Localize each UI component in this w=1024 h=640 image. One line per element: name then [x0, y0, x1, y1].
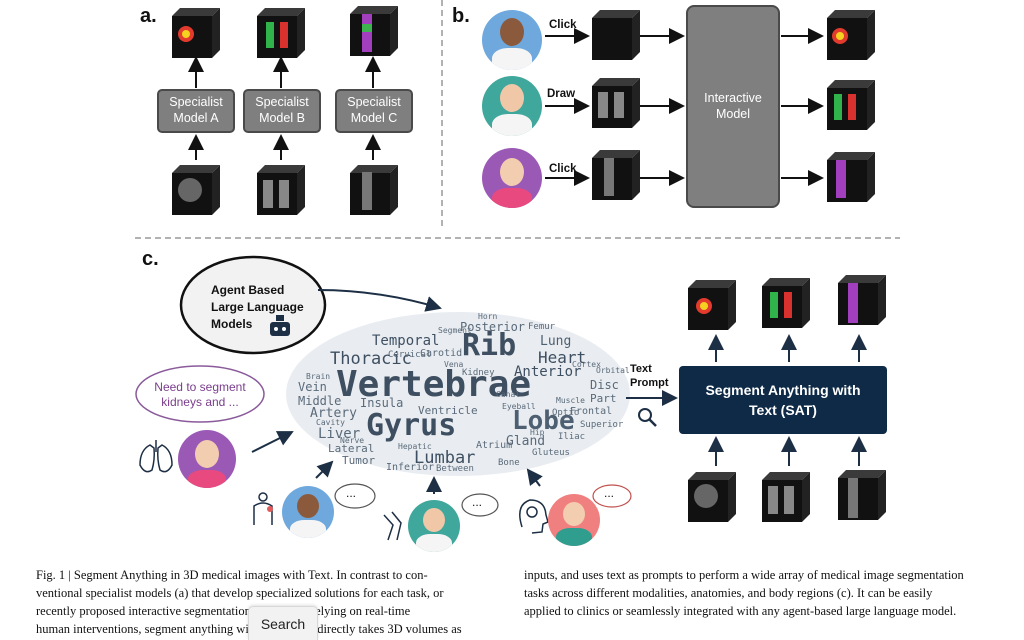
- word-liver: Liver: [318, 426, 361, 442]
- word-kidney: Kidney: [462, 368, 495, 378]
- word-insula: Insula: [360, 396, 404, 410]
- caption-right-line-3: applied to clinics or seamlessly integra…: [524, 604, 957, 618]
- word-middle: Middle: [298, 394, 342, 408]
- specialist-model-a: Specialist Model A: [157, 89, 235, 133]
- word-inferior: Inferior: [386, 462, 435, 473]
- caption-right-line-2: tasks across different modalities, anato…: [524, 586, 933, 600]
- word-orbital: Orbital: [596, 366, 630, 375]
- word-hepatic: Hepatic: [398, 442, 432, 451]
- word-posterior: Posterior: [460, 320, 526, 334]
- word-cavity: Cavity: [316, 418, 345, 427]
- word-ventricle: Ventricle: [418, 404, 478, 417]
- search-button[interactable]: Search: [248, 606, 318, 640]
- doctor-avatar-c1: [282, 486, 334, 538]
- word-hip: Hip: [530, 428, 545, 437]
- brain-head-icon: [519, 499, 549, 534]
- word-horn: Horn: [478, 312, 498, 321]
- speech-dots-2: ...: [472, 495, 483, 509]
- word-vein: Vein: [298, 380, 327, 394]
- word-lung: Lung: [540, 334, 572, 349]
- word-heart: Heart: [538, 348, 587, 367]
- word-atrium: Atrium: [476, 440, 513, 451]
- caption-left-line-1: Fig. 1 | Segment Anything in 3D medical …: [36, 568, 428, 582]
- surgeon-avatar-c: [548, 494, 600, 546]
- word-artery: Artery: [310, 406, 357, 421]
- speech-dots-1: ...: [346, 486, 357, 500]
- wordcloud-ellipse: [286, 312, 630, 476]
- word-lateral: Lateral: [328, 442, 375, 455]
- word-brain: Brain: [306, 372, 331, 381]
- word-nerve: Nerve: [340, 436, 365, 445]
- doctor-avatar-2: [482, 76, 542, 136]
- caption-right: inputs, and uses text as prompts to perf…: [524, 566, 1004, 620]
- word-canal: Canal: [496, 390, 521, 399]
- specialist-model-b: Specialist Model B: [243, 89, 321, 133]
- word-gyrus: Gyrus: [366, 408, 457, 443]
- word-vertebrae: Vertebrae: [336, 364, 532, 405]
- word-vena: Vena: [444, 360, 464, 369]
- magnifier-icon: [638, 408, 652, 422]
- nurse-avatar-c: [178, 430, 236, 488]
- doctor-avatar-c2: [408, 500, 460, 552]
- sat-box: Segment Anything with Text (SAT): [679, 366, 887, 434]
- interactive-model-box: Interactive Model: [686, 5, 780, 208]
- lungs-icon: [139, 440, 173, 473]
- doctor-avatar-1: [482, 10, 542, 70]
- word-disc: Disc: [590, 378, 619, 392]
- word-eyeball: Eyeball: [502, 402, 536, 411]
- word-optic: Optic: [552, 408, 580, 418]
- action-click-2: Click: [549, 163, 577, 175]
- word-rib: Rib: [462, 328, 517, 363]
- word-bone: Bone: [498, 458, 520, 468]
- agent-llm-label: Agent Based Large Language Models: [211, 283, 304, 331]
- word-segment: Segment: [438, 326, 472, 335]
- body-icon: [253, 492, 273, 525]
- panel-label-b: b.: [452, 5, 470, 27]
- text-prompt-label: Text Prompt: [630, 363, 669, 389]
- word-carotid: Carotid: [420, 348, 463, 359]
- specialist-model-c: Specialist Model C: [335, 89, 413, 133]
- word-cortex: Cortex: [572, 360, 601, 369]
- word-part: Part: [590, 392, 617, 405]
- speech-dots-3: ...: [604, 486, 615, 500]
- action-draw: Draw: [547, 88, 576, 100]
- panel-label-c: c.: [142, 248, 159, 270]
- word-tumor: Tumor: [342, 454, 376, 467]
- word-femur: Femur: [528, 322, 556, 332]
- caption-right-line-1: inputs, and uses text as prompts to perf…: [524, 568, 964, 582]
- word-anterior: Anterior: [514, 364, 582, 380]
- robot-icon: [270, 322, 290, 336]
- speech-bubble: [135, 365, 265, 423]
- panel-label-a: a.: [140, 5, 157, 27]
- knee-icon: [383, 511, 402, 541]
- word-cervical: Cervical: [388, 350, 432, 360]
- word-gluteus: Gluteus: [532, 448, 570, 458]
- caption-left-line-2: ventional specialist models (a) that dev…: [36, 586, 444, 600]
- word-gland: Gland: [506, 434, 546, 449]
- word-iliac: Iliac: [558, 432, 586, 442]
- action-click-1: Click: [549, 19, 577, 31]
- word-thoracic: Thoracic: [330, 349, 412, 369]
- speech-bubble-text: Need to segment kidneys and ...: [154, 380, 246, 409]
- word-muscle: Muscle: [556, 396, 585, 405]
- word-temporal: Temporal: [372, 333, 440, 349]
- word-lobe: Lobe: [512, 406, 575, 436]
- word-between: Between: [436, 464, 474, 474]
- nurse-avatar: [482, 148, 542, 208]
- word-superior: Superior: [580, 420, 624, 430]
- word-frontal: Frontal: [570, 406, 613, 417]
- word-lumbar: Lumbar: [414, 448, 476, 468]
